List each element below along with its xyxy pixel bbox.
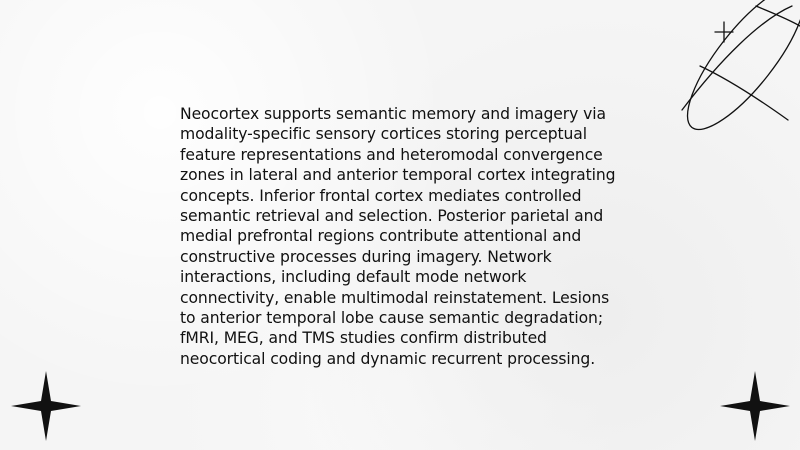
body-paragraph: Neocortex supports semantic memory and i… bbox=[180, 105, 616, 368]
four-point-star-icon bbox=[720, 371, 790, 441]
four-point-star-icon bbox=[11, 371, 81, 441]
orbit-line-art-icon bbox=[681, 0, 800, 131]
